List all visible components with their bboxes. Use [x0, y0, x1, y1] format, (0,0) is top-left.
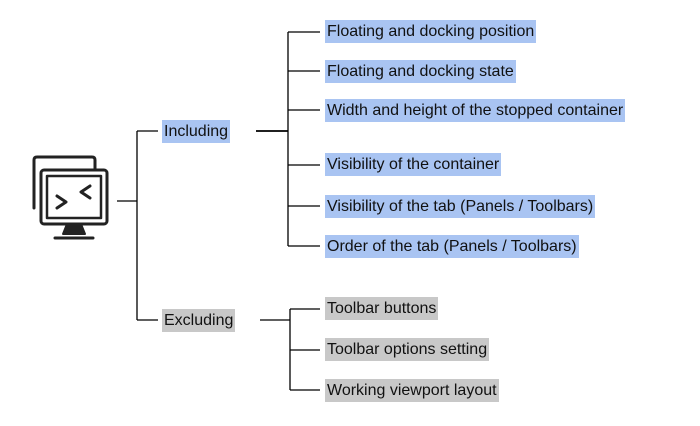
monitors-swap-icon — [32, 155, 109, 240]
excluding-item: Toolbar options setting — [325, 338, 490, 361]
including-item: Visibility of the container — [325, 153, 502, 176]
including-item: Floating and docking position — [325, 20, 537, 43]
including-item: Width and height of the stopped containe… — [325, 99, 626, 122]
including-item: Visibility of the tab (Panels / Toolbars… — [325, 195, 596, 218]
excluding-item: Toolbar buttons — [325, 297, 439, 320]
including-item: Order of the tab (Panels / Toolbars) — [325, 235, 579, 258]
including-item: Floating and docking state — [325, 60, 516, 83]
excluding-item: Working viewport layout — [325, 379, 499, 402]
excluding-label: Excluding — [162, 309, 236, 332]
including-label: Including — [162, 120, 231, 143]
